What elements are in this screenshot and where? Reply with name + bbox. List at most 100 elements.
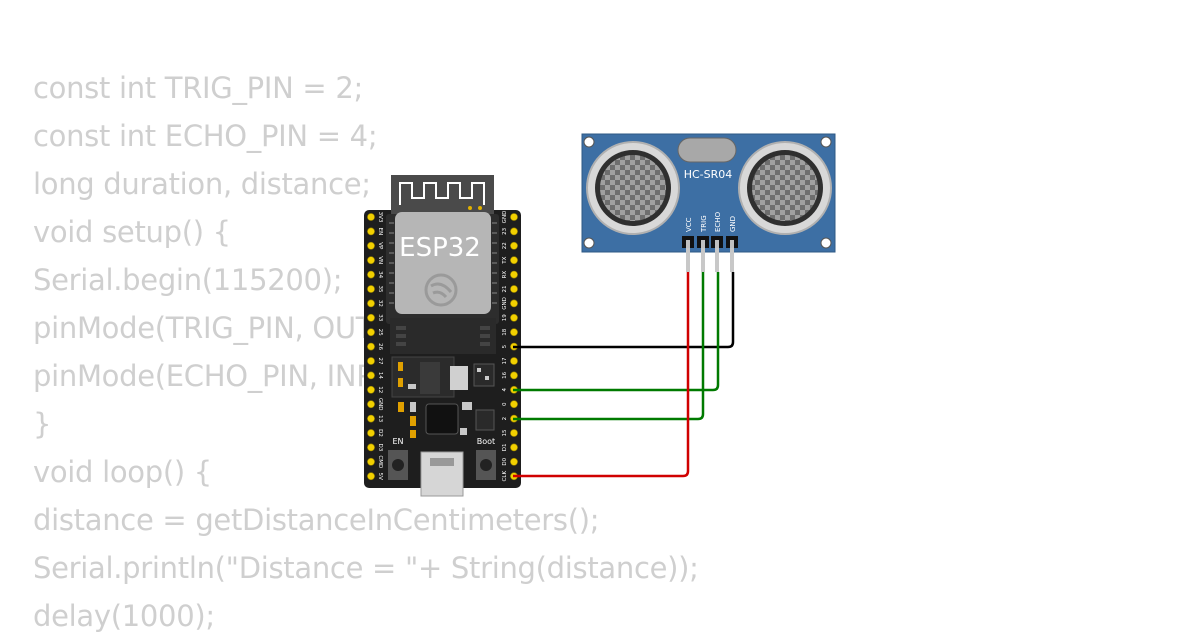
module-label: ESP32 bbox=[399, 233, 481, 263]
pin-pad[interactable] bbox=[510, 313, 518, 322]
left-pin-header: 3V3ENVPVN343532332526271412GND13D2D3CMD5… bbox=[367, 212, 383, 481]
pin-pad[interactable] bbox=[367, 457, 375, 466]
pin-pad[interactable] bbox=[510, 328, 518, 337]
pin-label-vcc: VCC bbox=[685, 217, 693, 232]
transmitter-transducer bbox=[586, 141, 680, 235]
pin-pad[interactable] bbox=[367, 328, 375, 337]
boot-button[interactable] bbox=[476, 450, 496, 480]
pin-pad[interactable] bbox=[510, 227, 518, 236]
pin-label: 16 bbox=[502, 371, 508, 378]
wire-trig[interactable] bbox=[513, 272, 705, 421]
pin-pad[interactable] bbox=[510, 457, 518, 466]
wire-gnd[interactable] bbox=[513, 272, 735, 349]
code-line: Serial.begin(115200); bbox=[33, 263, 343, 297]
pin-pad[interactable] bbox=[367, 213, 375, 221]
pin-label: 5V bbox=[377, 473, 383, 480]
pin-pad[interactable] bbox=[367, 414, 375, 423]
regulator-tab bbox=[450, 366, 468, 390]
pin-label: 14 bbox=[377, 372, 383, 379]
pin-pad[interactable] bbox=[510, 400, 518, 409]
code-line: const int ECHO_PIN = 4; bbox=[33, 119, 378, 153]
code-line: Serial.println("Distance = "+ String(dis… bbox=[33, 551, 699, 585]
pin-label: VN bbox=[377, 256, 383, 264]
code-line: const int TRIG_PIN = 2; bbox=[33, 71, 363, 105]
pin-pad[interactable] bbox=[510, 241, 518, 250]
wire-echo[interactable] bbox=[513, 272, 720, 392]
pin-pad[interactable] bbox=[367, 371, 375, 380]
pin-pad[interactable] bbox=[510, 256, 518, 265]
pin-pad[interactable] bbox=[367, 241, 375, 250]
pin-label-gnd: GND bbox=[729, 216, 737, 232]
code-line: void setup() { bbox=[33, 215, 231, 249]
pin-label: EN bbox=[377, 228, 383, 236]
pin-label: 25 bbox=[377, 329, 383, 336]
pin-pad[interactable] bbox=[367, 285, 375, 293]
module-shield bbox=[395, 212, 491, 314]
sensor-pin-header bbox=[682, 236, 738, 272]
pin-label: 33 bbox=[377, 314, 383, 321]
module-castellations bbox=[389, 222, 497, 304]
pin-pad[interactable] bbox=[510, 357, 518, 365]
pin-label: GND bbox=[377, 398, 383, 411]
code-line: void loop() { bbox=[33, 455, 212, 489]
pin-label: 12 bbox=[377, 386, 383, 393]
pin-label: GND bbox=[502, 211, 508, 224]
pin-pad[interactable] bbox=[367, 357, 375, 365]
pin-label: 18 bbox=[502, 328, 508, 335]
pin-pad[interactable] bbox=[510, 299, 518, 308]
pin-pad[interactable] bbox=[367, 400, 375, 409]
pin-label-echo: ECHO bbox=[714, 211, 722, 232]
pin-pad[interactable] bbox=[510, 429, 518, 437]
pin-label: 19 bbox=[502, 314, 508, 321]
pin-label: GND bbox=[502, 297, 508, 310]
pin-label: 0 bbox=[502, 402, 508, 406]
pin-label: 17 bbox=[502, 357, 508, 364]
pin-label: 27 bbox=[377, 358, 383, 365]
usb-uart-chip bbox=[425, 403, 459, 435]
pin-label: 4 bbox=[502, 388, 508, 392]
pin-label: RX bbox=[502, 271, 508, 279]
pin-pad[interactable] bbox=[367, 256, 375, 265]
wire-vcc[interactable] bbox=[513, 272, 690, 478]
antenna-area bbox=[391, 175, 494, 215]
pin-label: CMD bbox=[377, 455, 383, 468]
pin-pad[interactable] bbox=[510, 371, 518, 380]
pin-pad[interactable] bbox=[510, 443, 518, 452]
pin-label: VP bbox=[377, 242, 383, 250]
pin-label: 35 bbox=[377, 286, 383, 293]
pin-pad[interactable] bbox=[367, 429, 375, 437]
pin-pad[interactable] bbox=[367, 227, 375, 236]
pin-label: D1 bbox=[502, 444, 508, 452]
pin-pad[interactable] bbox=[367, 299, 375, 308]
hc-sr04-sensor[interactable]: HC-SR04 VCC TRIG ECHO GND bbox=[581, 133, 836, 272]
antenna-trace bbox=[399, 182, 485, 205]
espressif-logo-icon bbox=[424, 273, 458, 307]
pin-label: 3V3 bbox=[377, 212, 383, 223]
pin-pad[interactable] bbox=[510, 285, 518, 293]
pin-label: 32 bbox=[377, 300, 383, 307]
pin-pad[interactable] bbox=[367, 472, 375, 481]
pin-label: 34 bbox=[377, 271, 383, 278]
pin-label: CLK bbox=[502, 471, 508, 482]
pin-label: 15 bbox=[502, 429, 508, 436]
code-line: distance = getDistanceInCentimeters(); bbox=[33, 503, 600, 537]
pin-pad[interactable] bbox=[367, 443, 375, 452]
esp32-board[interactable]: ESP32 EN Boot bbox=[364, 175, 521, 497]
pin-label: 13 bbox=[377, 415, 383, 422]
receiver-transducer bbox=[738, 141, 832, 235]
en-button[interactable] bbox=[388, 450, 408, 480]
sensor-label: HC-SR04 bbox=[684, 168, 733, 181]
pin-pad[interactable] bbox=[510, 213, 518, 221]
pin-label: 26 bbox=[377, 343, 383, 350]
pin-pad[interactable] bbox=[367, 313, 375, 322]
pin-pad[interactable] bbox=[367, 385, 375, 394]
pin-label: TX bbox=[502, 256, 508, 264]
pin-pad[interactable] bbox=[510, 270, 518, 279]
pin-label: D3 bbox=[377, 444, 383, 452]
pin-pad[interactable] bbox=[367, 342, 375, 351]
en-button-label: EN bbox=[392, 437, 403, 446]
pin-label: 23 bbox=[502, 227, 508, 234]
pin-pad[interactable] bbox=[367, 270, 375, 279]
